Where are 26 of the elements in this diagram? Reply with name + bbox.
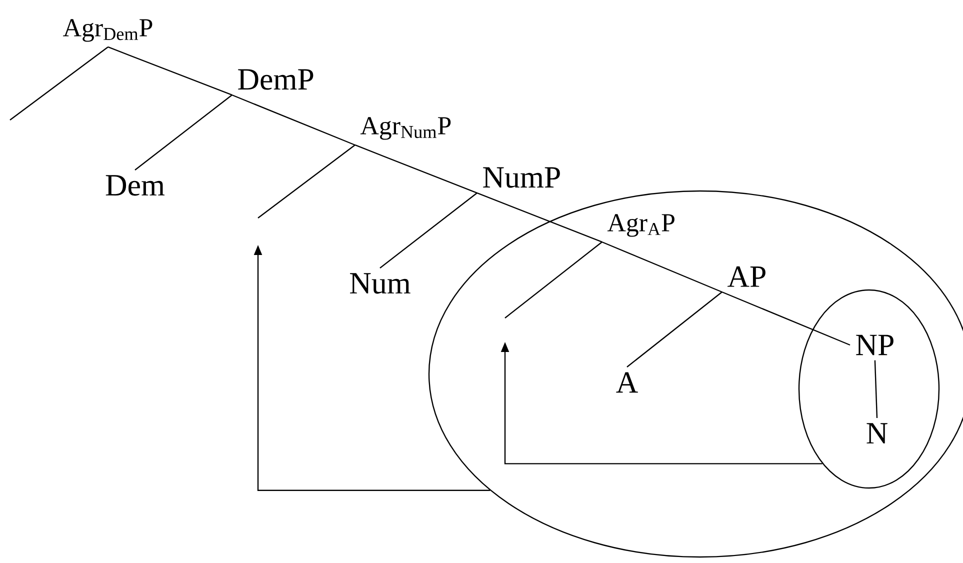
word-label: Num [350,273,410,294]
phrase-label: Agr$_{A}$P [607,214,674,237]
phrase-label: NumP [483,167,560,188]
tree-branch [722,291,850,346]
phrase-label: Agr$_{Num}$P [360,117,451,140]
word-label: N [866,423,888,444]
tree-branch [602,241,722,293]
tree-branch [258,144,356,218]
phrase-label: DemP [238,69,314,90]
tree-branch [476,192,602,243]
word-label: A [616,372,638,393]
phrase-label: AP [728,266,766,287]
tree-branch [504,242,602,318]
ellipse-outline [428,190,963,558]
word-label: Dem [106,175,165,196]
tree-branch [626,292,722,368]
tree-branch [10,46,108,120]
tree-branch [108,46,232,96]
phrase-label: NP [856,334,894,356]
tree-branch [874,360,878,418]
tree-branch [354,144,478,194]
ellipse-outline [798,289,940,489]
tree-branch [134,94,232,170]
tree-branch [380,192,478,268]
phrase-label: Agr$_{Dem}$P [63,19,152,42]
tree-branch [232,94,356,146]
